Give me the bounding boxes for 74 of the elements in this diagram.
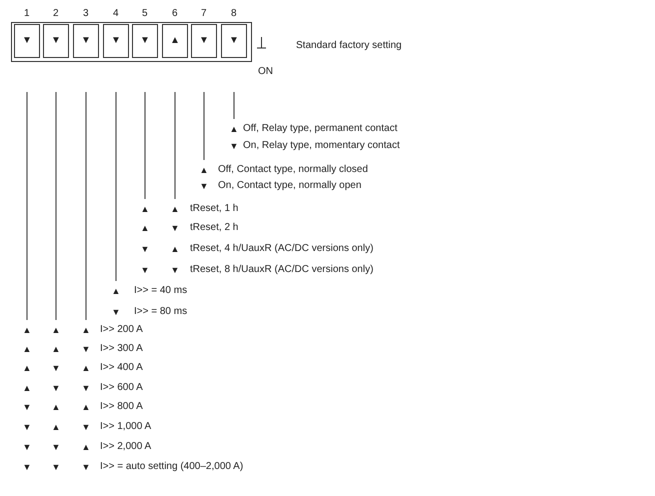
switch-position-mark: ▲ xyxy=(22,324,32,336)
switch-position-mark: ▲ xyxy=(80,441,92,453)
switch-position-mark: ▲ xyxy=(110,285,122,297)
switch-position-mark: ▲ xyxy=(80,324,92,336)
setting-description: I>> = 40 ms xyxy=(134,285,188,297)
switch-position-mark: ▲ xyxy=(50,401,62,413)
switch-number: 1 xyxy=(24,8,30,20)
switch-position-mark: ▼ xyxy=(50,362,62,374)
switch-position: ▼ xyxy=(73,24,99,58)
switch-number: 2 xyxy=(53,8,59,20)
setting-description: tReset, 8 h/UauxR (AC/DC versions only) xyxy=(190,264,374,276)
switch-position-mark: ▼ xyxy=(22,441,32,453)
setting-description: I>> 2,000 A xyxy=(100,441,152,453)
switch-position-mark: ▼ xyxy=(80,382,92,394)
switch-position: ▲ xyxy=(162,24,188,58)
on-label: ON xyxy=(258,66,273,78)
setting-description: I>> 300 A xyxy=(100,343,143,355)
switch-position-mark: ▼ xyxy=(198,180,210,192)
switch-number: 4 xyxy=(113,8,119,20)
switch-position-mark: ▲ xyxy=(170,203,180,215)
switch-position-mark: ▲ xyxy=(80,362,92,374)
setting-note: Standard factory setting xyxy=(296,40,402,52)
switch-position-mark: ▲ xyxy=(140,203,150,215)
setting-description: I>> 800 A xyxy=(100,401,143,413)
switch-position-mark: ▲ xyxy=(22,362,32,374)
setting-description: I>> 200 A xyxy=(100,324,143,336)
setting-description: I>> 400 A xyxy=(100,362,143,374)
setting-description: I>> 600 A xyxy=(100,382,143,394)
switch-position-mark: ▲ xyxy=(22,382,32,394)
switch-number: 3 xyxy=(83,8,89,20)
switch-position: ▼ xyxy=(14,24,40,58)
switch-position-mark: ▼ xyxy=(170,222,180,234)
switch-position: ▼ xyxy=(43,24,69,58)
setting-description: tReset, 2 h xyxy=(190,222,238,234)
setting-description: On, Relay type, momentary contact xyxy=(243,140,400,152)
switch-position-mark: ▼ xyxy=(80,421,92,433)
switch-position-mark: ▼ xyxy=(228,140,240,152)
switch-number: 7 xyxy=(201,8,207,20)
setting-description: On, Contact type, normally open xyxy=(218,180,362,192)
switch-position-mark: ▲ xyxy=(198,164,210,176)
switch-position-mark: ▼ xyxy=(110,306,122,318)
switch-position-mark: ▼ xyxy=(80,461,92,473)
switch-position-mark: ▼ xyxy=(140,264,150,276)
switch-position-mark: ▲ xyxy=(140,222,150,234)
setting-description: tReset, 4 h/UauxR (AC/DC versions only) xyxy=(190,243,374,255)
switch-position: ▼ xyxy=(221,24,247,58)
switch-position-mark: ▼ xyxy=(50,382,62,394)
switch-position-mark: ▲ xyxy=(22,343,32,355)
switch-position-mark: ▼ xyxy=(50,441,62,453)
switch-position-mark: ▼ xyxy=(22,461,32,473)
switch-number: 5 xyxy=(142,8,148,20)
switch-position-mark: ▼ xyxy=(80,343,92,355)
switch-position-mark: ▲ xyxy=(50,343,62,355)
switch-position-mark: ▼ xyxy=(140,243,150,255)
switch-position: ▼ xyxy=(132,24,158,58)
switch-position-mark: ▲ xyxy=(50,324,62,336)
switch-position-mark: ▼ xyxy=(170,264,180,276)
setting-description: tReset, 1 h xyxy=(190,203,238,215)
switch-position-mark: ▼ xyxy=(50,461,62,473)
switch-position-mark: ▲ xyxy=(170,243,180,255)
setting-description: I>> = auto setting (400–2,000 A) xyxy=(100,461,244,473)
setting-description: Off, Relay type, permanent contact xyxy=(243,123,398,135)
setting-description: I>> = 80 ms xyxy=(134,306,188,318)
setting-description: Off, Contact type, normally closed xyxy=(218,164,368,176)
switch-position: ▼ xyxy=(191,24,217,58)
switch-position-mark: ▼ xyxy=(22,401,32,413)
switch-position-mark: ▲ xyxy=(80,401,92,413)
switch-number: 8 xyxy=(231,8,237,20)
switch-position-mark: ▲ xyxy=(228,123,240,135)
switch-number: 6 xyxy=(172,8,178,20)
switch-position-mark: ▲ xyxy=(50,421,62,433)
setting-description: I>> 1,000 A xyxy=(100,421,152,433)
switch-position-mark: ▼ xyxy=(22,421,32,433)
switch-position: ▼ xyxy=(103,24,129,58)
